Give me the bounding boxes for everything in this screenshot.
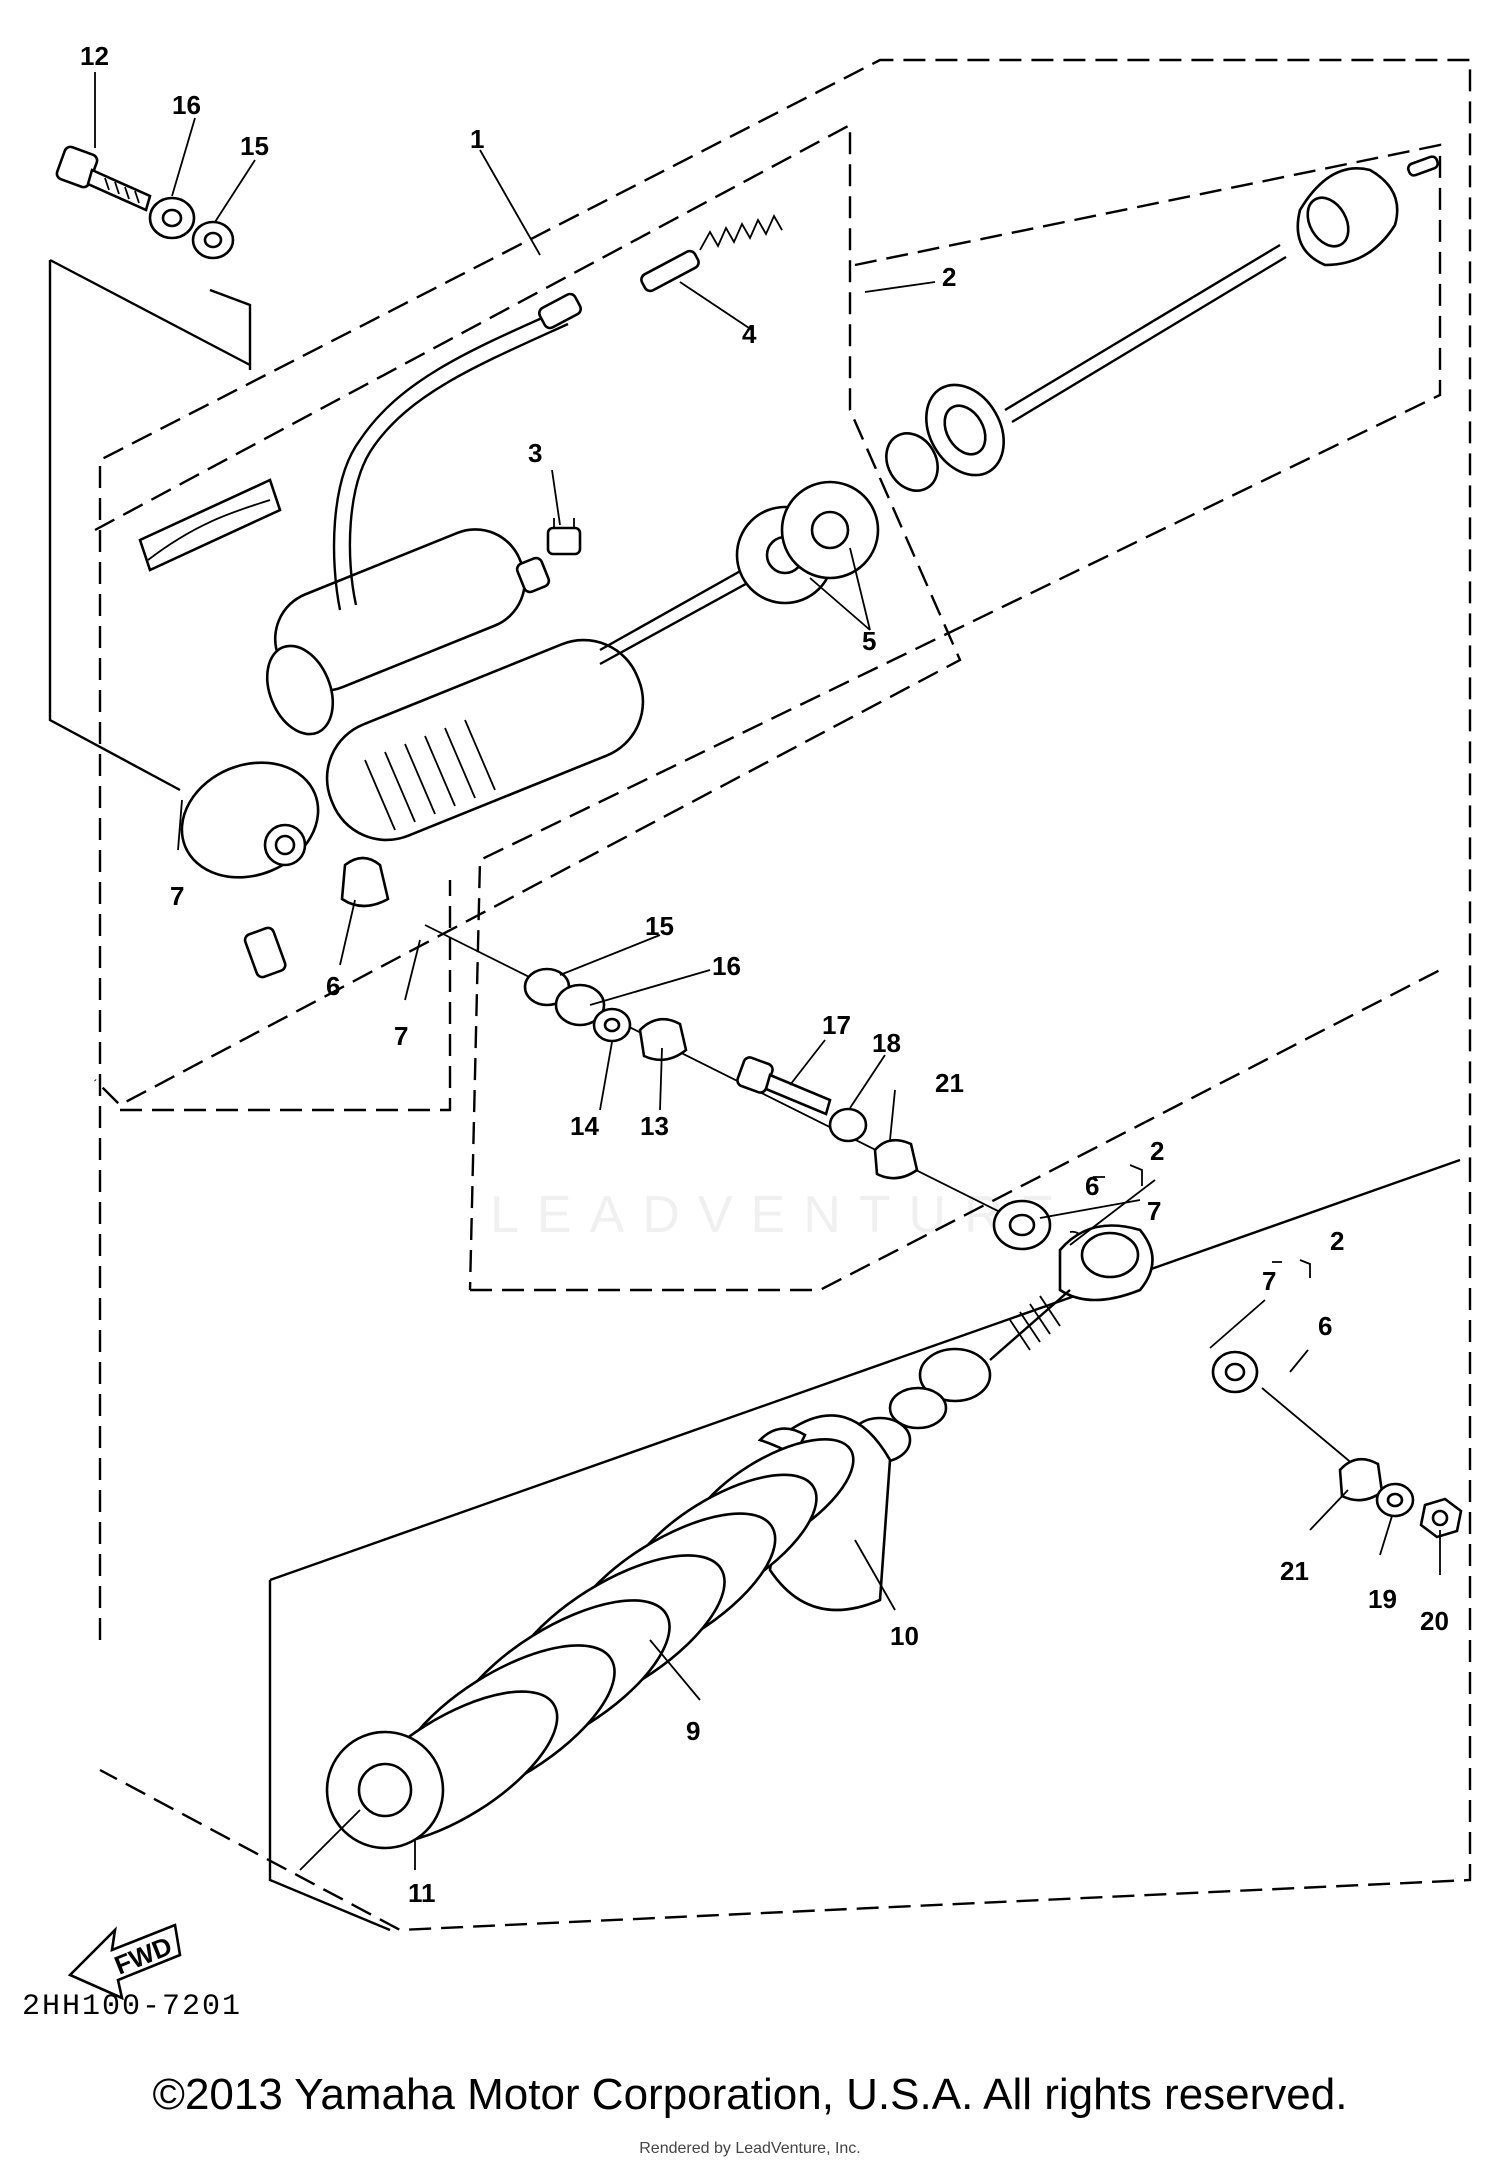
callout-9: 9 — [686, 1716, 700, 1746]
callout-6: 6 — [1085, 1171, 1099, 1201]
callout-11: 11 — [408, 1878, 436, 1908]
fwd-arrow: FWD — [67, 1923, 182, 2001]
callout-21: 21 — [935, 1068, 964, 1098]
rendered-by-credit: Rendered by LeadVenture, Inc. — [639, 2140, 861, 2157]
callout-7: 7 — [394, 1021, 408, 1051]
lower-mount-hardware — [1211, 1350, 1463, 1539]
callout-16: 16 — [172, 90, 201, 120]
upper-mount-hardware — [55, 145, 235, 260]
copyright-notice: ©2013 Yamaha Motor Corporation, U.S.A. A… — [152, 2070, 1348, 2119]
callout-16: 16 — [712, 951, 741, 981]
callout-2: 2 — [942, 262, 956, 292]
callout-12: 12 — [80, 41, 109, 71]
callout-21: 21 — [1280, 1556, 1309, 1586]
damper-rod-group — [885, 155, 1440, 492]
callout-2: 2 — [1150, 1136, 1164, 1166]
callout-1: 1 — [470, 124, 484, 154]
shock-absorber-assembly — [138, 214, 880, 979]
callout-13: 13 — [640, 1111, 669, 1141]
callout-19: 19 — [1368, 1584, 1397, 1614]
assembly-boundaries — [48, 58, 1472, 1932]
callout-6: 6 — [1318, 1311, 1332, 1341]
spring-assembly — [299, 1224, 1154, 1871]
callout-15: 15 — [645, 911, 674, 941]
callout-5: 5 — [862, 626, 876, 656]
callout-6: 6 — [326, 971, 340, 1001]
leader-lines — [94, 72, 1441, 1870]
callout-18: 18 — [872, 1028, 901, 1058]
callout-17: 17 — [822, 1010, 851, 1040]
middle-hardware — [424, 924, 1086, 1257]
callout-2: 2 — [1330, 1226, 1344, 1256]
callout-14: 14 — [570, 1111, 599, 1141]
callout-7: 7 — [1147, 1196, 1161, 1226]
watermark: LEADVENTURE — [490, 1186, 1073, 1244]
callout-20: 20 — [1420, 1606, 1449, 1636]
callout-labels: 12 16 15 1 2 4 3 5 7 6 7 15 16 17 18 21 … — [80, 41, 1449, 1908]
callout-4: 4 — [742, 319, 757, 349]
catalog-code: 2HH100-7201 — [22, 1990, 243, 2024]
callout-7: 7 — [1262, 1266, 1276, 1296]
callout-3: 3 — [528, 438, 542, 468]
coil-spring — [345, 1437, 855, 1846]
callout-15: 15 — [240, 131, 269, 161]
callout-7: 7 — [170, 881, 184, 911]
callout-10: 10 — [890, 1621, 919, 1651]
